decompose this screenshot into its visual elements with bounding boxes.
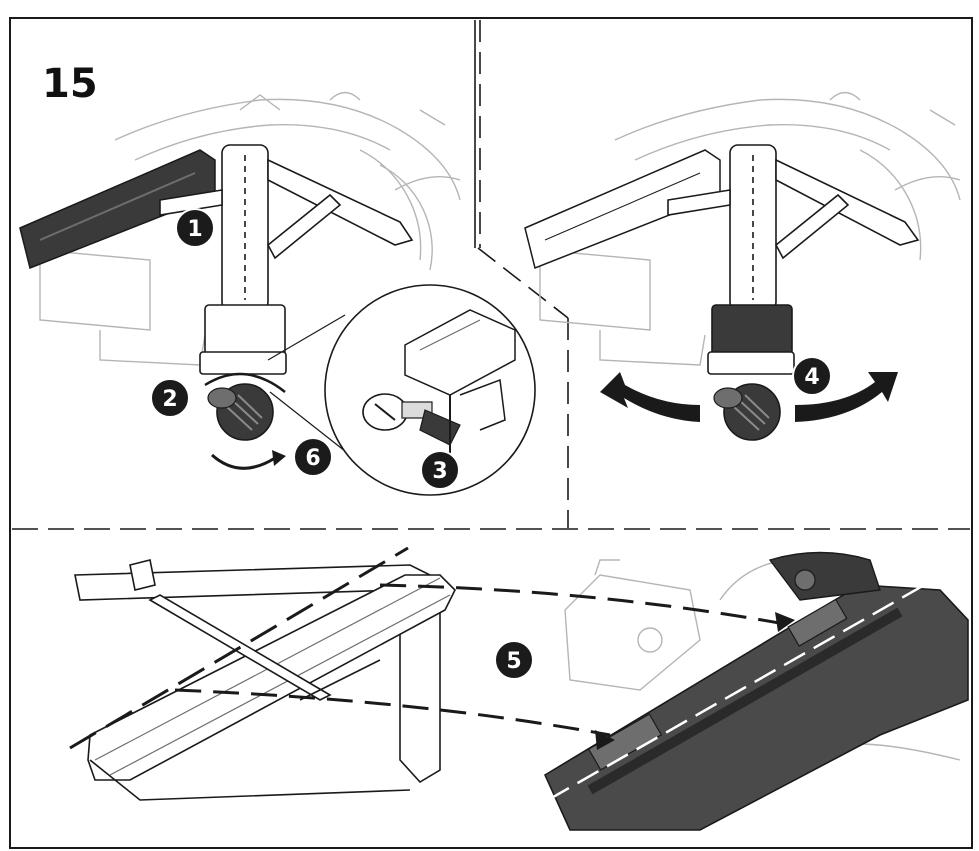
fence-dark <box>19 149 216 270</box>
svg-text:4: 4 <box>804 365 819 390</box>
svg-text:2: 2 <box>162 387 177 412</box>
panel-remove-stop-left: 1 2 6 3 <box>19 91 536 496</box>
stop-column <box>199 144 287 375</box>
arrowhead-upper <box>775 612 795 632</box>
rotate-arrow-left <box>600 372 700 422</box>
panel-install-stop: 5 <box>69 546 969 831</box>
panel-rotate-stop-right: 4 <box>524 91 961 441</box>
callout-4: 4 <box>792 356 832 396</box>
saw-base-outline <box>39 91 461 366</box>
arrowhead-lower <box>595 730 615 750</box>
panel-borders <box>9 17 973 849</box>
table-slab <box>543 584 969 831</box>
step-number: 15 <box>42 61 98 107</box>
stop-assembly <box>74 559 456 801</box>
svg-text:5: 5 <box>506 649 521 674</box>
svg-text:3: 3 <box>432 459 447 484</box>
rotate-arrow-6 <box>211 453 276 470</box>
saw-base-outline-right <box>539 91 961 366</box>
svg-text:6: 6 <box>305 446 320 471</box>
svg-text:1: 1 <box>187 217 202 242</box>
callout-5: 5 <box>494 640 534 680</box>
alignment-arrows <box>174 583 791 737</box>
stop-column-right <box>707 144 795 375</box>
lock-knob <box>207 383 274 441</box>
callout-1: 1 <box>175 208 215 248</box>
rotate-arrow-right <box>795 372 898 422</box>
callout-3: 3 <box>420 395 460 490</box>
support-arms-right <box>667 158 920 260</box>
callout-2: 2 <box>150 378 190 418</box>
detail-magnifier <box>267 284 536 496</box>
lock-knob-right <box>713 383 781 441</box>
support-arms <box>159 158 414 260</box>
callout-6: 6 <box>293 437 333 477</box>
